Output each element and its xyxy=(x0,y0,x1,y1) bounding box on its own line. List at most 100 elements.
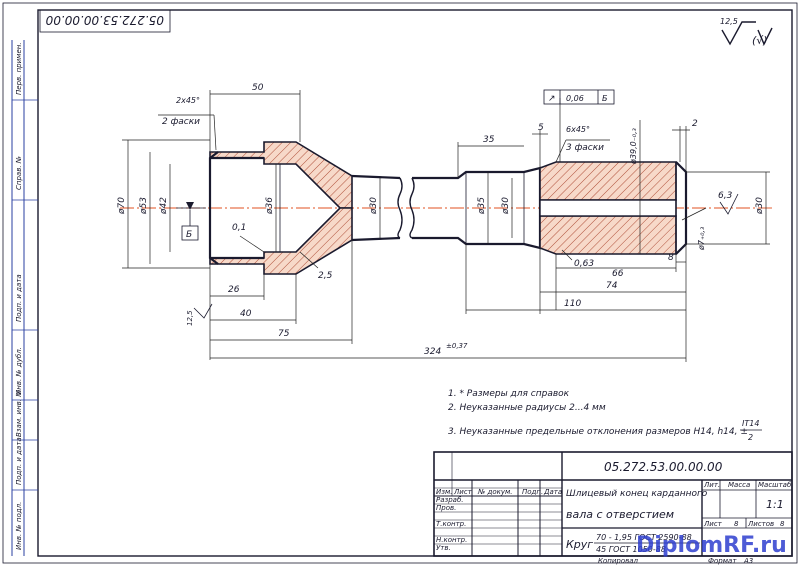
flange-outline xyxy=(208,151,264,265)
tb-format-label: Формат xyxy=(708,557,737,565)
dim-26: 26 xyxy=(228,285,240,295)
flange-section-bottom xyxy=(209,207,353,275)
dim-phi53: ø53 xyxy=(139,197,149,215)
dim-phi30c: ø30 xyxy=(755,197,765,215)
note-1: 1. * Размеры для справок xyxy=(448,389,570,399)
dim-35: 35 xyxy=(483,135,495,145)
dim-324-tol: ±0,37 xyxy=(446,342,468,350)
break-line-left xyxy=(397,177,403,239)
tol-datum: Б xyxy=(602,94,608,103)
note-2: 2. Неуказанные радиусы 2...4 мм xyxy=(448,403,606,413)
tb-role-6: Утв. xyxy=(436,544,451,552)
tb-row-doc: № докум. xyxy=(477,488,513,496)
dim-324: 324 xyxy=(424,347,441,357)
dim-chamfer-left-note: 2 фаски xyxy=(162,117,200,127)
side-label-2: Справ. № xyxy=(15,156,23,190)
dim-5: 5 xyxy=(538,123,544,133)
rough-01: 0,1 xyxy=(232,223,246,233)
dim-40: 40 xyxy=(240,309,252,319)
tb-copy-label: Копировал xyxy=(598,557,639,565)
spline-bore xyxy=(539,199,677,217)
side-label-7: Инв. № подл. xyxy=(15,502,23,550)
title-block-grid xyxy=(433,451,793,557)
datum-letter: Б xyxy=(186,230,192,240)
tb-role-3: Т.контр. xyxy=(436,520,466,528)
break-line-right xyxy=(409,177,415,239)
dim-phi30b: ø30 xyxy=(501,197,511,215)
code-stamp: 05.272.53.00.00.00 xyxy=(45,13,164,27)
tb-sheet-value: 8 xyxy=(734,520,739,528)
roughness-general-note: (√) xyxy=(752,34,768,47)
dim-2: 2 xyxy=(692,119,698,129)
spline-end xyxy=(675,161,688,255)
tol-value: 0,06 xyxy=(566,94,584,103)
radius-25: 2,5 xyxy=(318,271,333,281)
dim-66: 66 xyxy=(612,269,624,279)
dim-50: 50 xyxy=(252,83,264,93)
side-label-6: Подп. и дата xyxy=(15,437,23,485)
rough-063: 0,63 xyxy=(574,259,594,269)
tb-format-value: А3 xyxy=(743,557,753,565)
side-label-3: Подп. и дата xyxy=(15,274,23,322)
dim-phi36: ø36 xyxy=(265,197,275,215)
tb-material-top: 70 - 1,95 ГОСТ 2590-88 xyxy=(596,533,692,542)
rough-left-value: 12,5 xyxy=(186,310,194,326)
watermark: DiplomRF.ru xyxy=(636,533,787,558)
tol-symbol: ↗ xyxy=(548,94,556,104)
dim-chamfer-left: 2x45° xyxy=(176,96,200,105)
tb-row-sign: Подп. xyxy=(522,488,543,496)
dim-110: 110 xyxy=(564,299,581,309)
note-3-frac-top: IT14 xyxy=(742,419,759,428)
tb-sheets-value: 8 xyxy=(780,520,785,528)
side-stamp xyxy=(11,40,38,556)
tb-role-2: Пров. xyxy=(436,504,456,512)
tb-row-list: Лист xyxy=(453,488,473,496)
dim-74: 74 xyxy=(606,281,618,291)
shaft-neck-left xyxy=(351,174,401,242)
side-label-4: Инв. № дубл. xyxy=(15,347,23,395)
tb-name-1: Шлицевый конец карданного xyxy=(566,489,708,499)
tb-role-5: Н.контр. xyxy=(436,536,467,544)
datum-marker xyxy=(176,202,206,241)
dim-chamfer-right: 6x45° xyxy=(566,125,590,134)
tb-row-date: Дата xyxy=(543,488,562,496)
tb-material-label: Круг xyxy=(566,538,593,551)
tb-lit-header: Лит. xyxy=(703,481,720,489)
spline-section-top xyxy=(539,161,677,201)
flange-section-top xyxy=(209,141,353,209)
side-label-1: Перв. примен. xyxy=(15,42,23,95)
dim-chamfer-right-note: 3 фаски xyxy=(566,143,604,153)
tb-name-2: вала с отверстием xyxy=(566,508,674,521)
roughness-general-icon xyxy=(721,21,773,46)
dim-phi35: ø35 xyxy=(477,197,487,215)
tb-scale-header: Масштаб xyxy=(758,481,792,489)
spline-section-bottom xyxy=(539,215,677,255)
tb-scale-value: 1:1 xyxy=(766,498,784,511)
dim-75: 75 xyxy=(278,329,290,339)
tb-role-1: Разраб. xyxy=(436,496,464,504)
code-stamp-box xyxy=(39,9,171,33)
tb-mass-header: Масса xyxy=(728,481,750,489)
tb-code: 05.272.53.00.00.00 xyxy=(604,460,723,474)
inner-frame xyxy=(37,9,793,557)
dim-phi70: ø70 xyxy=(117,197,127,215)
rough-63: 6,3 xyxy=(718,191,733,201)
dim-8: 8 xyxy=(668,253,674,263)
dim-phi7: ø7₊₀,₃ xyxy=(697,227,706,251)
tolerance-frame xyxy=(543,89,615,105)
dim-phi42: ø42 xyxy=(159,197,169,215)
dimension-lines xyxy=(122,90,770,362)
note-3-frac-bot: 2 xyxy=(748,433,753,442)
roughness-icon-left xyxy=(193,303,213,319)
tb-sheets-label: Листов xyxy=(747,520,774,528)
dim-phi30a: ø30 xyxy=(369,197,379,215)
note-3: 3. Неуказанные предельные отклонения раз… xyxy=(448,427,748,437)
tb-sheet-label: Лист xyxy=(703,520,723,528)
roughness-general-value: 12,5 xyxy=(720,17,738,26)
tb-material-bot: 45 ГОСТ 1050-88 xyxy=(596,545,666,554)
dim-phi39: ø39,0₋₀,₃ xyxy=(629,128,638,165)
side-label-5: Взам. инв. № xyxy=(15,389,23,437)
roughness-icon-right xyxy=(719,193,739,215)
